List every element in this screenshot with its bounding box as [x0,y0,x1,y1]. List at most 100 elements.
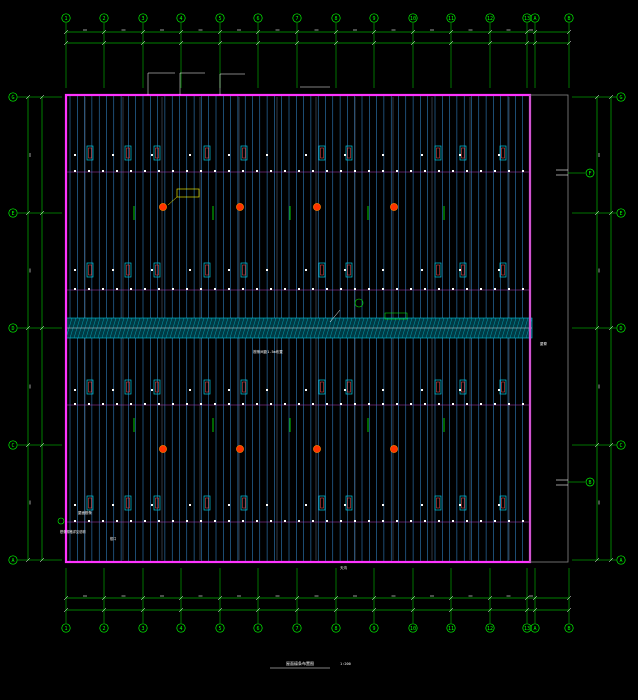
skylight-inner [320,147,324,159]
axis-label-top-1: 1 [64,16,67,22]
purlin-clip [340,403,342,405]
skylight-inner [155,147,159,159]
axis-label-left-A: A [11,558,14,564]
dim-tick [448,595,454,601]
purlin-clip [256,170,258,172]
clip-mark [382,154,384,156]
skylight [86,379,94,395]
purlin-clip [102,288,104,290]
axis-bubble-right-A [616,555,626,565]
axis-label-right-A: A [619,558,622,564]
dim-tick [566,29,572,35]
purlin-clip [480,288,482,290]
axis-label-left-C: C [11,443,14,449]
clip-mark [382,504,384,506]
roof-drain-icon [390,445,398,453]
axis-label-top-13: 13 [524,16,530,22]
dim-tick [39,94,45,100]
purlin-clip [452,288,454,290]
axis-bubble-bottom-4 [176,623,186,633]
axis-bubble-side-F [585,168,595,178]
purlin-clip [522,170,524,172]
purlin-clip [298,403,300,405]
dim-tick [294,29,300,35]
purlin-clip [186,170,188,172]
purlin-clip [256,520,258,522]
axis-bubble-right-E [616,208,626,218]
purlin-clip [340,520,342,522]
purlin-clip [508,170,510,172]
axis-bubble-bottom-9 [369,623,379,633]
axis-label-bottom-8: 8 [334,626,337,632]
purlin-clip [158,520,160,522]
dim-tick [410,595,416,601]
dim-tick [63,607,69,613]
clip-mark [151,154,153,156]
dim-tick [255,40,261,46]
dim-tick [101,607,107,613]
skylight [459,495,467,511]
clip-mark [459,504,461,506]
skylight-inner [501,497,505,509]
dim-tick [101,40,107,46]
section-bubble [354,298,364,308]
dim-tick [255,29,261,35]
axis-bubble-top-10 [408,13,418,23]
dim-tick [594,325,600,331]
axis-label-bottom-13: 13 [524,626,530,632]
purlin-clip [242,170,244,172]
axis-label-top-5: 5 [218,16,221,22]
skylight-inner [347,381,351,393]
skylight [459,145,467,161]
skylight-inner [320,497,324,509]
dim-tick [25,94,31,100]
dim-tick [448,40,454,46]
skylight-inner [242,147,246,159]
skylight [345,145,353,161]
roof-drain-icon [313,203,321,211]
axis-bubble-bottom-A [530,623,540,633]
dim-tick [594,442,600,448]
clip-mark [151,269,153,271]
clip-mark [421,154,423,156]
purlin-clip [186,520,188,522]
purlin-clip [410,170,412,172]
roof-drain-icon [390,203,398,211]
purlin-clip [88,170,90,172]
dim-tick [410,607,416,613]
dim-tick [25,557,31,563]
skylight-inner [155,497,159,509]
purlin-clip [326,520,328,522]
clip-mark [459,154,461,156]
clip-mark [189,154,191,156]
skylight [459,379,467,395]
clip-mark [151,389,153,391]
purlin-clip [144,403,146,405]
purlin-clip [284,520,286,522]
purlin-clip [172,403,174,405]
purlin-clip [438,403,440,405]
purlin-clip [270,403,272,405]
purlin-clip [284,170,286,172]
axis-label-top-B: B [567,16,570,22]
skylight-inner [126,497,130,509]
drain-label: 天沟 [340,565,348,570]
purlin-clip [438,288,440,290]
roof-drain-icon [313,445,321,453]
purlin-clip [312,403,314,405]
purlin-clip [298,520,300,522]
axis-bubble-top-3 [138,13,148,23]
dim-tick [39,210,45,216]
skylight [124,145,132,161]
axis-bubble-bottom-7 [292,623,302,633]
annex-outline [529,94,569,563]
skylight-inner [88,381,92,393]
clip-mark [305,389,307,391]
clip-mark [74,504,76,506]
dim-tick [217,595,223,601]
purlin-clip [508,520,510,522]
dim-tick [25,210,31,216]
clip-mark [421,504,423,506]
skylight [318,145,326,161]
axis-bubble-top-13 [522,13,532,23]
